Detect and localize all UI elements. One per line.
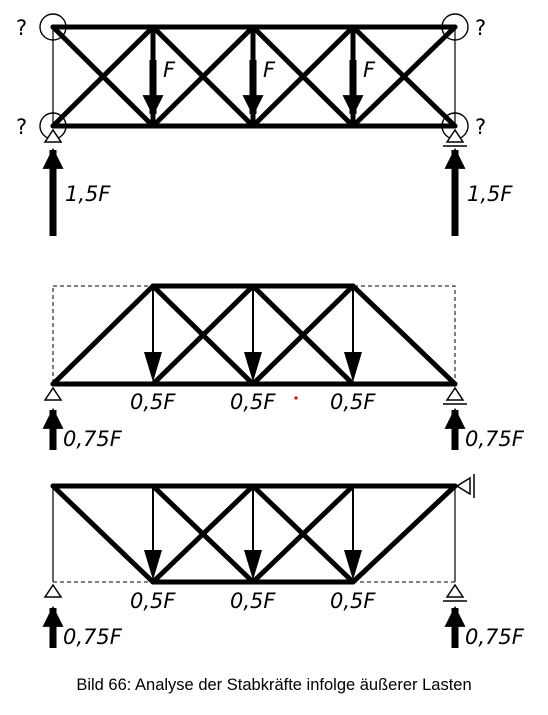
reaction-label: 0,75F: [63, 427, 123, 451]
unknown-mark: ?: [475, 16, 486, 40]
load-label: 0,5F: [130, 390, 176, 414]
truss-members-2: [50, 283, 458, 387]
reaction-arrows-2: [42, 407, 466, 450]
unknown-mark: ?: [475, 115, 486, 139]
load-arrows-1: [142, 60, 364, 117]
figure-caption: Bild 66: Analyse der Stabkräfte infolge …: [76, 676, 472, 694]
end-posts-1: [52, 27, 456, 126]
verticals-3: [152, 486, 354, 550]
truss-diagram-1: ? ? ? ? F F F 1,5F 1,5F: [16, 13, 513, 236]
load-label: F: [263, 58, 276, 82]
supports-1: [43, 128, 467, 147]
truss-diagram-3: 0,5F 0,5F 0,5F 0,75F 0,75F: [42, 474, 525, 649]
reaction-arrows-3: [42, 605, 466, 648]
reaction-label: 0,75F: [465, 427, 525, 451]
supports-2: [43, 386, 467, 405]
reaction-label: 1,5F: [65, 182, 111, 206]
load-arrowheads-2: [144, 352, 362, 382]
load-arrowheads-3: [144, 550, 362, 580]
load-label: 0,5F: [330, 390, 376, 414]
reaction-arrows-1: [42, 147, 466, 236]
reaction-label: 0,75F: [63, 625, 123, 649]
load-label: 0,5F: [230, 390, 276, 414]
unknown-mark: ?: [16, 16, 27, 40]
load-label: F: [363, 58, 376, 82]
verticals-2: [152, 286, 354, 352]
supports-3: [43, 583, 467, 602]
load-label: 0,5F: [330, 589, 376, 613]
truss-diagram-2: 0,5F 0,5F 0,5F 0,75F 0,75F: [42, 283, 525, 451]
unknown-mark: ?: [16, 115, 27, 139]
load-label: F: [163, 58, 176, 82]
load-label: 0,5F: [130, 589, 176, 613]
reaction-label: 0,75F: [465, 625, 525, 649]
reaction-label: 1,5F: [467, 182, 513, 206]
stray-dot: [294, 396, 298, 400]
side-support-3: [455, 474, 475, 498]
end-posts-3: [52, 486, 456, 582]
load-label: 0,5F: [230, 589, 276, 613]
